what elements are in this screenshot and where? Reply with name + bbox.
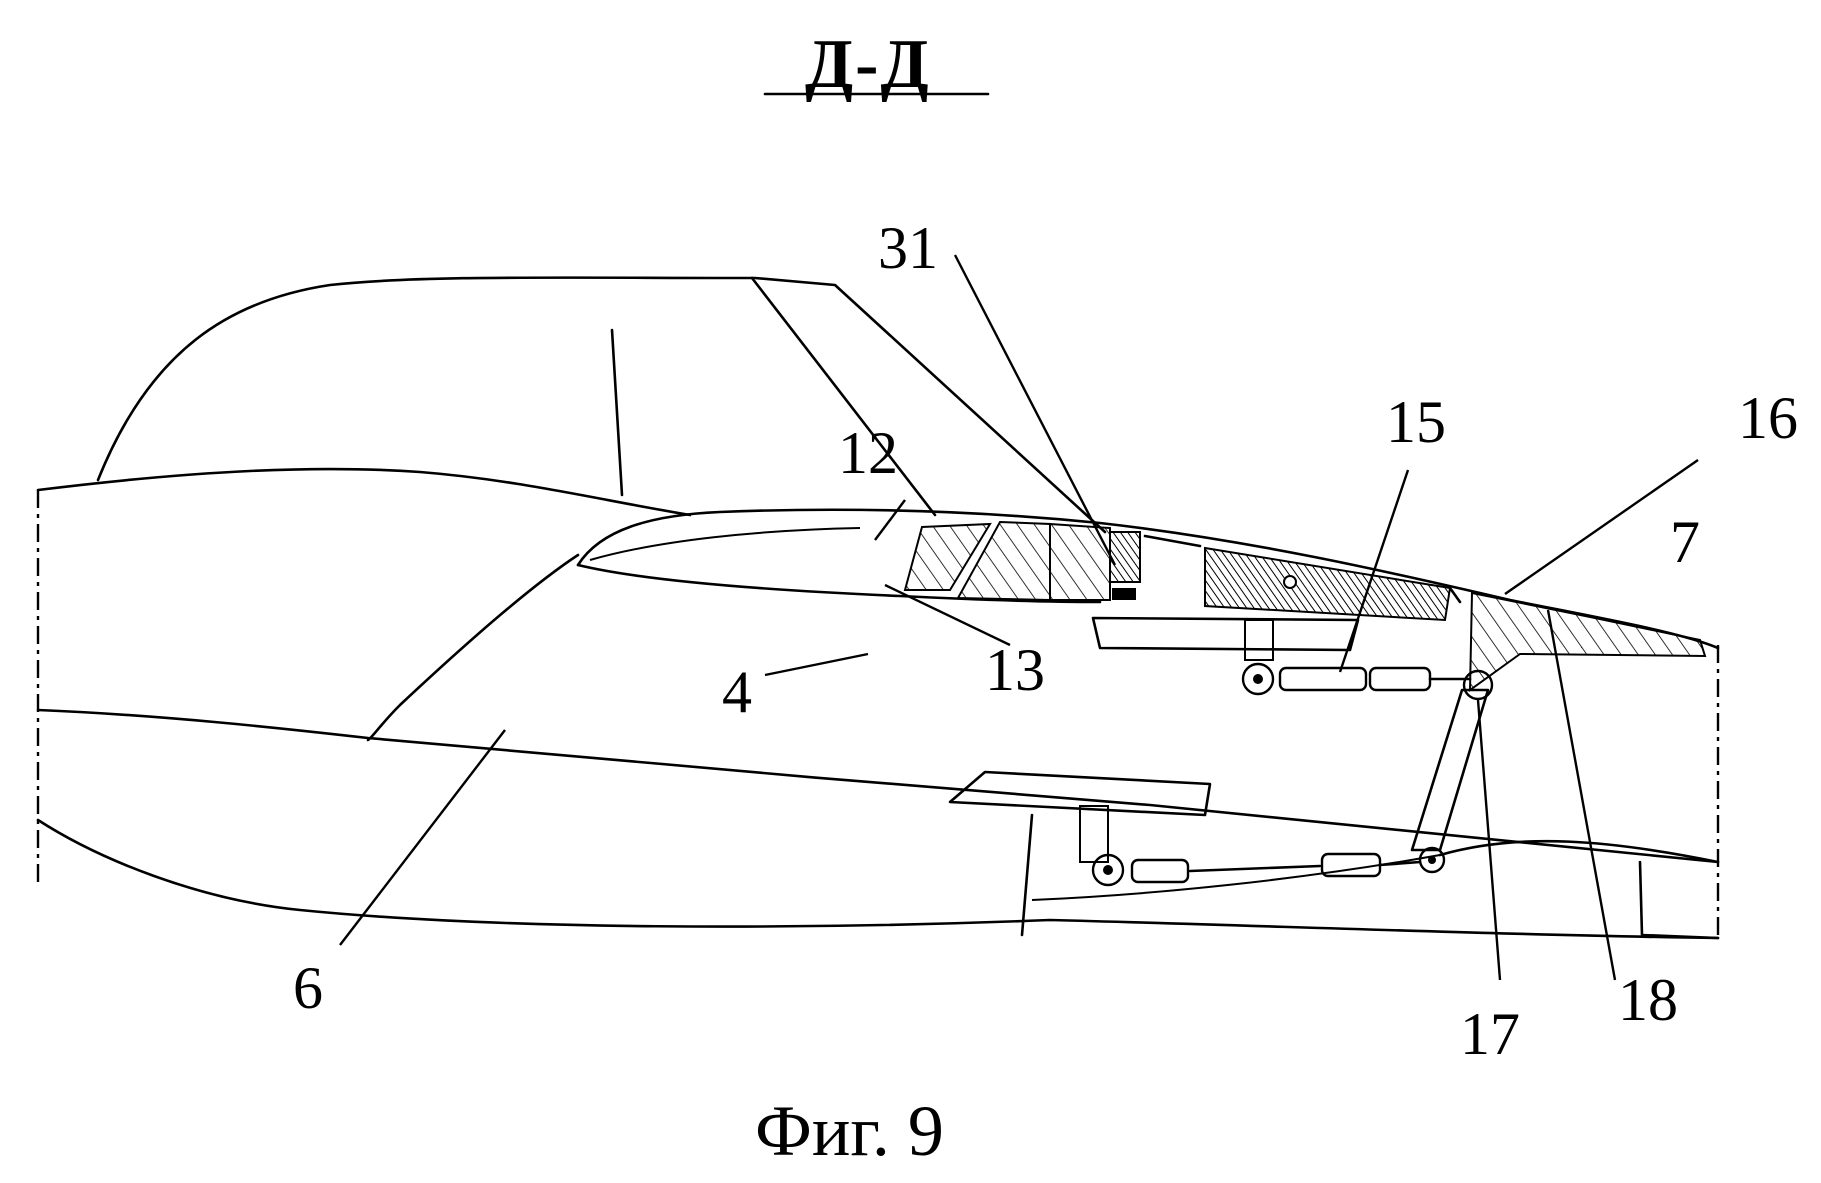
figure-caption: Фиг. 9 <box>755 1091 944 1171</box>
lower-fairing-edge <box>1020 813 1034 937</box>
rear-flap-lower-contour <box>1438 839 1720 864</box>
hatched-block-31 <box>1049 522 1111 601</box>
lower-rod-end-left <box>1091 853 1125 887</box>
hatch-border <box>1143 534 1202 548</box>
upper-pushrod-clevis <box>1368 666 1432 692</box>
block-divider <box>1448 586 1462 604</box>
callout-31: 31 <box>878 215 938 281</box>
fuselage-bottom-contour <box>36 818 1720 940</box>
canopy-frame-line <box>610 328 624 497</box>
fuselage-lower-line <box>1031 854 1441 901</box>
callout-18: 18 <box>1618 967 1678 1033</box>
callout-7: 7 <box>1670 509 1700 575</box>
hinge-plate-upper <box>1091 616 1360 652</box>
hinge-pivot-17 <box>1462 669 1494 701</box>
lower-pushrod-rod <box>1188 864 1322 873</box>
leader-13 <box>884 583 1011 647</box>
rear-fairing-block <box>1638 860 1720 940</box>
hinge-bracket-upper <box>1244 619 1274 661</box>
hinge-plate-lower <box>948 770 1212 817</box>
airfoil-upper-surface <box>576 508 1720 650</box>
callout-17: 17 <box>1460 1001 1520 1067</box>
section-label: Д-Д <box>805 26 931 103</box>
leader-31 <box>953 254 1117 566</box>
part-31-box <box>1109 531 1141 583</box>
part-31-small <box>1112 588 1136 600</box>
callout-13: 13 <box>985 637 1045 703</box>
hatched-block-15-arm <box>1204 546 1452 622</box>
callout-12: 12 <box>838 420 898 486</box>
canopy-outline <box>96 276 1107 534</box>
wing-root-fairing <box>366 553 580 742</box>
callout-16: 16 <box>1738 385 1798 451</box>
hinge-bracket-lower <box>1079 805 1109 863</box>
upper-pushrod-15 <box>1278 666 1368 692</box>
leader-16 <box>1504 459 1699 595</box>
upper-rod-end-left <box>1241 662 1275 696</box>
hatched-block-18 <box>1468 591 1707 692</box>
airfoil-lower-surface <box>576 563 1102 604</box>
callout-15: 15 <box>1386 389 1446 455</box>
leader-4 <box>764 652 869 677</box>
lower-rod-end-right-inner <box>1428 856 1436 864</box>
vertical-linkage-arm <box>1410 688 1490 852</box>
lower-rod-end-right <box>1418 846 1446 874</box>
hatched-block-12 <box>903 522 992 591</box>
lower-rod-end-left-inner <box>1103 865 1113 875</box>
pivot-hole <box>1283 575 1297 589</box>
airfoil-inner-line <box>589 527 861 561</box>
leader-12 <box>874 499 906 541</box>
fuselage-top-contour <box>36 467 692 517</box>
leader-6 <box>339 729 506 946</box>
upper-rod-end-left-inner <box>1253 674 1263 684</box>
leader-15 <box>1338 469 1410 673</box>
leader-18 <box>1546 609 1617 981</box>
callout-6: 6 <box>293 955 323 1021</box>
leader-17 <box>1476 699 1502 981</box>
callout-4: 4 <box>722 659 752 725</box>
canopy-edge-line <box>750 276 937 517</box>
lower-pushrod-clevis-left <box>1130 858 1190 884</box>
fuselage-mid-line <box>36 708 1720 864</box>
